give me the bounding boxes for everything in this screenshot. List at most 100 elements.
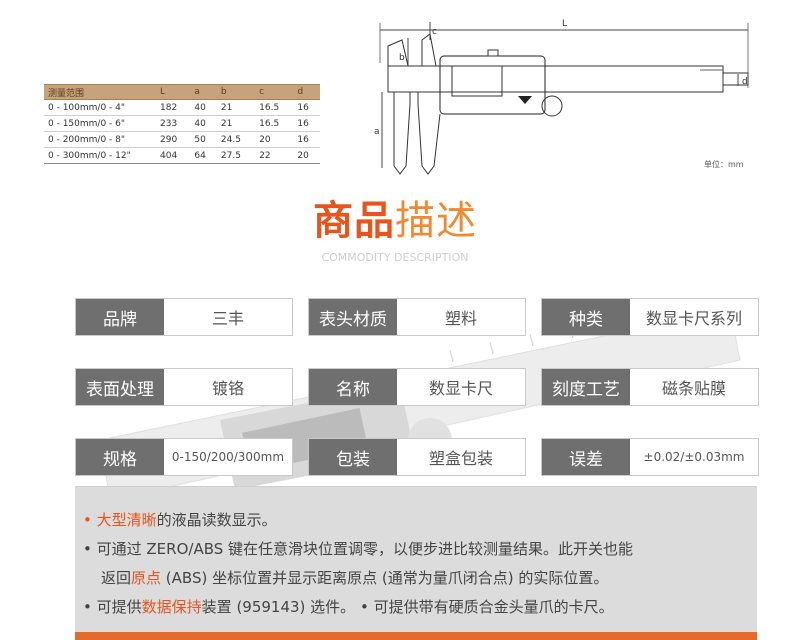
bullet-icon: • bbox=[83, 511, 92, 529]
attr-tolerance: 误差 ±0.02/±0.03mm bbox=[541, 438, 759, 476]
header-L: L bbox=[156, 84, 191, 100]
table-cell: 64 bbox=[190, 147, 217, 164]
highlight-text: 原点 bbox=[131, 569, 162, 587]
attr-category: 种类 数显卡尺系列 bbox=[541, 298, 759, 336]
thumb-roller bbox=[541, 95, 563, 117]
description-text: 可提供带有硬质合金头量爪的卡尺。 bbox=[373, 598, 614, 616]
header-c: c bbox=[255, 84, 294, 100]
slider-body bbox=[439, 55, 546, 115]
attr-head-material: 表头材质 塑料 bbox=[308, 298, 526, 336]
description-text: 返回 bbox=[101, 569, 132, 587]
attr-key: 种类 bbox=[542, 299, 630, 335]
attr-key: 表头材质 bbox=[309, 299, 397, 335]
description-line: 返回原点 (ABS) 坐标位置并显示距离原点 (通常为量爪闭合点) 的实际位置。 bbox=[83, 564, 757, 593]
attr-key: 表面处理 bbox=[76, 369, 164, 405]
attr-spec: 规格 0-150/200/300mm bbox=[75, 438, 293, 476]
attr-name: 名称 数显卡尺 bbox=[308, 368, 526, 406]
description-line: • 大型清晰的液晶读数显示。 bbox=[83, 506, 757, 535]
table-cell: 0 - 300mm/0 - 12" bbox=[44, 147, 156, 164]
table-cell: 16.5 bbox=[255, 99, 294, 116]
dim-label-c: c bbox=[432, 27, 437, 37]
attr-value: 塑盒包装 bbox=[397, 439, 525, 475]
table-cell: 40 bbox=[190, 115, 217, 132]
description-text: 的液晶读数显示。 bbox=[156, 511, 277, 529]
description-bottom-bar bbox=[75, 632, 757, 640]
attr-package: 包装 塑盒包装 bbox=[308, 438, 526, 476]
highlight-text: 大型清晰 bbox=[96, 511, 157, 529]
table-cell: 0 - 200mm/0 - 8" bbox=[44, 131, 156, 148]
table-cell: 40 bbox=[190, 99, 217, 116]
table-cell: 20 bbox=[255, 131, 294, 148]
depth-rod bbox=[722, 72, 749, 86]
table-cell: 290 bbox=[156, 131, 191, 148]
header-range: 测量范围 bbox=[44, 84, 156, 100]
header-a: a bbox=[190, 84, 217, 100]
section-title-light: 描述 bbox=[395, 198, 477, 244]
table-cell: 404 bbox=[156, 147, 191, 164]
triangle-icon bbox=[518, 96, 532, 104]
header-d: d bbox=[293, 84, 320, 100]
spec-table-header-row: 测量范围 L a b c d bbox=[44, 84, 320, 100]
attr-value: 三丰 bbox=[164, 299, 292, 335]
table-cell: 22 bbox=[255, 147, 294, 164]
attr-key: 刻度工艺 bbox=[542, 369, 630, 405]
attr-value: 数显卡尺 bbox=[397, 369, 525, 405]
attr-key: 名称 bbox=[309, 369, 397, 405]
attr-key: 误差 bbox=[542, 439, 630, 475]
table-cell: 16 bbox=[293, 99, 320, 116]
attr-key: 包装 bbox=[309, 439, 397, 475]
section-title-bold: 商品 bbox=[313, 198, 395, 244]
attr-key: 品牌 bbox=[76, 299, 164, 335]
bullet-icon: • bbox=[359, 598, 369, 616]
lcd-window bbox=[451, 65, 503, 97]
table-row: 0 - 150mm/0 - 6" 233 40 21 16.5 16 bbox=[44, 115, 320, 132]
description-text: (ABS) 坐标位置并显示距离原点 (通常为量爪闭合点) 的实际位置。 bbox=[161, 569, 609, 587]
table-cell: 16 bbox=[293, 131, 320, 148]
table-row: 0 - 100mm/0 - 4" 182 40 21 16.5 16 bbox=[44, 99, 320, 116]
table-cell: 0 - 100mm/0 - 4" bbox=[44, 99, 156, 116]
table-row: 0 - 200mm/0 - 8" 290 50 24.5 20 16 bbox=[44, 131, 320, 148]
attr-value: 镀铬 bbox=[164, 369, 292, 405]
attr-key: 规格 bbox=[76, 439, 164, 475]
attr-value: ±0.02/±0.03mm bbox=[630, 439, 758, 475]
attr-value: 磁条贴膜 bbox=[630, 369, 758, 405]
table-cell: 182 bbox=[156, 99, 191, 116]
dim-label-b: b bbox=[399, 53, 405, 63]
table-cell: 27.5 bbox=[216, 147, 256, 164]
table-cell: 21 bbox=[216, 115, 256, 132]
table-row: 0 - 300mm/0 - 12" 404 64 27.5 22 20 bbox=[44, 147, 320, 164]
bullet-icon: • bbox=[83, 598, 92, 616]
description-line: • 可通过 ZERO/ABS 键在任意滑块位置调零，以便步进比较测量结果。此开关… bbox=[83, 535, 757, 564]
spec-table: 测量范围 L a b c d 0 - 100mm/0 - 4" 182 40 2… bbox=[44, 84, 320, 164]
dim-label-d: d bbox=[742, 77, 748, 87]
attr-value: 数显卡尺系列 bbox=[630, 299, 758, 335]
attr-scale-process: 刻度工艺 磁条贴膜 bbox=[541, 368, 759, 406]
attr-value: 塑料 bbox=[397, 299, 525, 335]
description-text: 装置 (959143) 选件。 bbox=[201, 598, 356, 616]
description-text: 可提供 bbox=[96, 598, 142, 616]
table-cell: 20 bbox=[293, 147, 320, 164]
table-cell: 0 - 150mm/0 - 6" bbox=[44, 115, 156, 132]
dim-label-L: L bbox=[562, 19, 567, 29]
table-cell: 16.5 bbox=[255, 115, 294, 132]
attr-surface: 表面处理 镀铬 bbox=[75, 368, 293, 406]
description-line: • 可提供数据保持装置 (959143) 选件。 • 可提供带有硬质合金头量爪的… bbox=[83, 593, 757, 622]
section-subtitle: COMMODITY DESCRIPTION bbox=[321, 251, 469, 264]
unit-label: 单位：mm bbox=[704, 160, 744, 169]
table-cell: 21 bbox=[216, 99, 256, 116]
attr-value: 0-150/200/300mm bbox=[164, 439, 292, 475]
highlight-text: 数据保持 bbox=[141, 598, 202, 616]
table-cell: 24.5 bbox=[216, 131, 256, 148]
table-cell: 50 bbox=[190, 131, 217, 148]
caliper-drawing: L a b c d bbox=[374, 19, 749, 175]
attr-brand: 品牌 三丰 bbox=[75, 298, 293, 336]
dim-label-a: a bbox=[374, 127, 380, 137]
section-title: 商品描述 bbox=[0, 196, 790, 246]
header-b: b bbox=[216, 84, 256, 100]
bullet-icon: • bbox=[83, 540, 92, 558]
main-beam bbox=[387, 65, 724, 93]
description-box: • 大型清晰的液晶读数显示。 • 可通过 ZERO/ABS 键在任意滑块位置调零… bbox=[75, 486, 757, 640]
table-cell: 16 bbox=[293, 115, 320, 132]
description-text: 可通过 ZERO/ABS 键在任意滑块位置调零，以便步进比较测量结果。此开关也能 bbox=[96, 540, 634, 558]
table-cell: 233 bbox=[156, 115, 191, 132]
